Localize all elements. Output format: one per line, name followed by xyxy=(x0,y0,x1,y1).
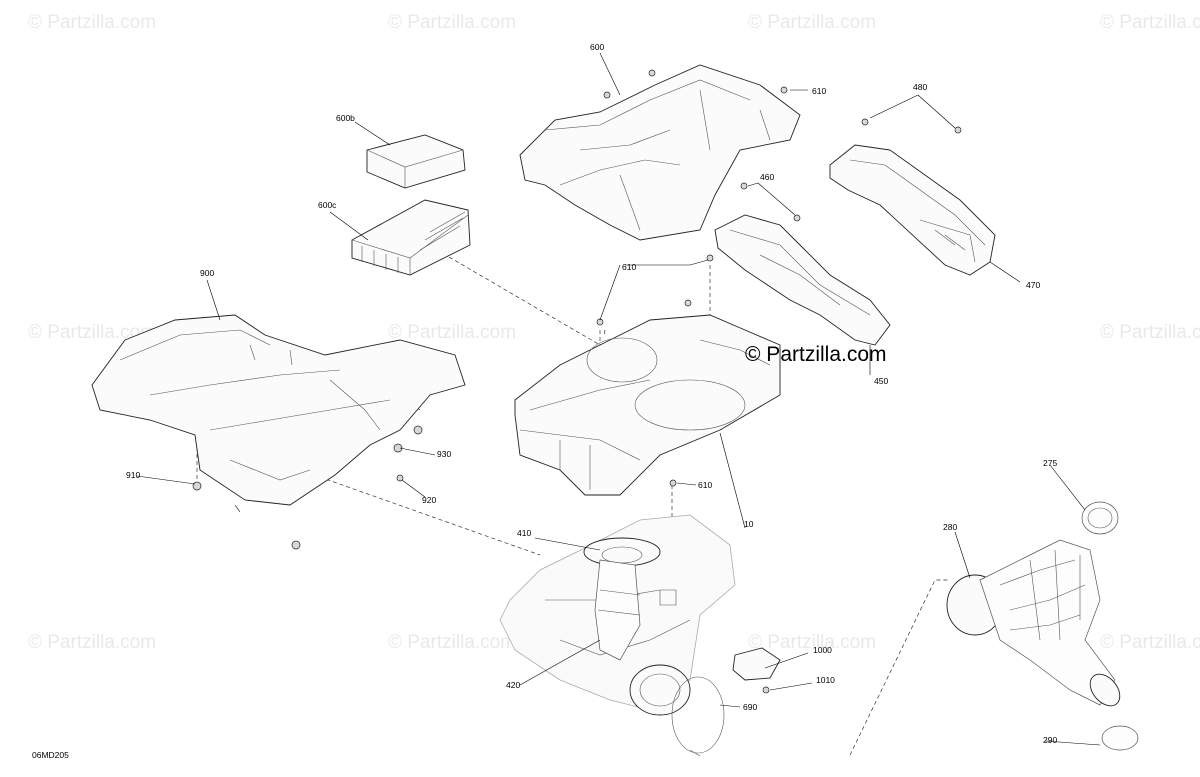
watermark: © Partzilla.com xyxy=(388,322,516,343)
callout-900: 900 xyxy=(200,268,214,278)
callout-480: 480 xyxy=(913,82,927,92)
part-470-bracket xyxy=(829,118,996,276)
callout-910: 910 xyxy=(126,470,140,480)
callout-600: 600 xyxy=(590,42,604,52)
callout-labels: 600 600b 600c 610 480 460 470 450 610 90… xyxy=(126,42,1057,745)
part-600c-filter-cage xyxy=(351,199,471,276)
watermark: © Partzilla.com xyxy=(28,12,156,33)
watermark: © Partzilla.com xyxy=(28,322,156,343)
callout-1010: 1010 xyxy=(816,675,835,685)
callout-600b: 600b xyxy=(336,113,355,123)
callout-610-mid: 610 xyxy=(622,262,636,272)
part-280-intake-duct xyxy=(946,501,1139,751)
callout-275: 275 xyxy=(1043,458,1057,468)
watermark: © Partzilla.com xyxy=(28,632,156,653)
callout-410: 410 xyxy=(517,528,531,538)
part-600b-filter-pad xyxy=(366,134,466,189)
watermark-layer: © Partzilla.com © Partzilla.com © Partzi… xyxy=(28,12,1200,653)
callout-460: 460 xyxy=(760,172,774,182)
part-600-upper-housing xyxy=(519,64,801,241)
callout-450: 450 xyxy=(874,376,888,386)
part-450-bracket xyxy=(714,182,891,346)
partzilla-watermark: © Partzilla.com xyxy=(745,343,887,366)
callout-280: 280 xyxy=(943,522,957,532)
part-10-intake-housing xyxy=(514,254,781,496)
watermark: © Partzilla.com xyxy=(748,12,876,33)
watermark: © Partzilla.com xyxy=(1100,322,1200,343)
callout-610-low: 610 xyxy=(698,480,712,490)
watermark: © Partzilla.com xyxy=(388,632,516,653)
callout-930: 930 xyxy=(437,449,451,459)
leader-lines xyxy=(136,52,1101,746)
part-900-skid-plate xyxy=(91,314,466,550)
callout-290: 290 xyxy=(1043,735,1057,745)
watermark: © Partzilla.com xyxy=(388,12,516,33)
callout-420: 420 xyxy=(506,680,520,690)
callout-1000: 1000 xyxy=(813,645,832,655)
watermark: © Partzilla.com xyxy=(1100,632,1200,653)
watermark: © Partzilla.com xyxy=(748,632,876,653)
callout-920: 920 xyxy=(422,495,436,505)
callout-690: 690 xyxy=(743,702,757,712)
watermark: © Partzilla.com xyxy=(1100,12,1200,33)
diagram-code: 06MD205 xyxy=(32,750,69,760)
callout-600c: 600c xyxy=(318,200,337,210)
part-lower-airbox xyxy=(499,514,781,757)
callout-610-top: 610 xyxy=(812,86,826,96)
callout-10: 10 xyxy=(744,519,754,529)
callout-470: 470 xyxy=(1026,280,1040,290)
